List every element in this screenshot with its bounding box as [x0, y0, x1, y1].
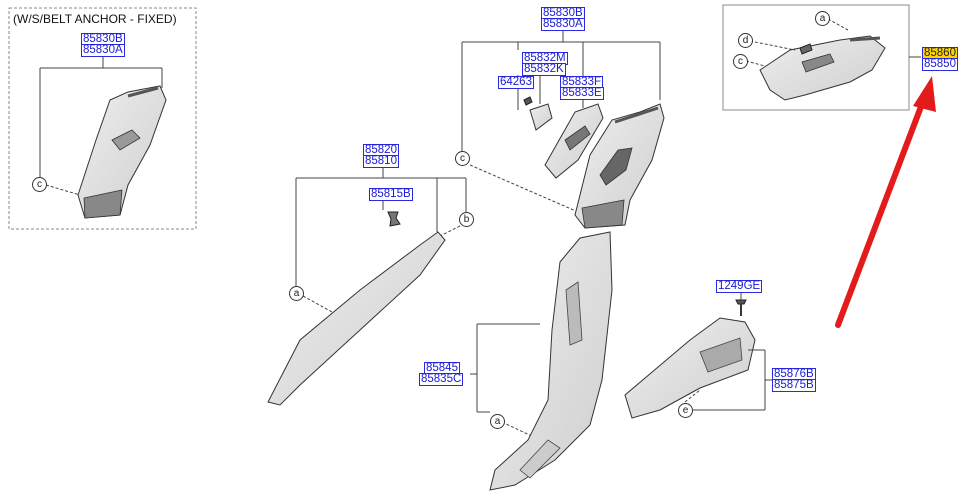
belt-cover-85833 — [544, 103, 604, 179]
part-label-64263[interactable]: 64263 — [498, 76, 534, 89]
b-pillar-upper-trim-inset-right — [759, 35, 886, 101]
part-label-85833e[interactable]: 85833E — [560, 87, 604, 100]
part-label-85815b[interactable]: 85815B — [369, 188, 413, 201]
callout-a-upper: a — [289, 286, 304, 301]
inset-title: (W/S/BELT ANCHOR - FIXED) — [13, 12, 177, 26]
leader-lines-top — [461, 30, 661, 216]
cover-85832 — [529, 103, 553, 131]
callout-c-inset: c — [32, 177, 47, 192]
callout-d-inset: d — [738, 33, 753, 48]
leader-lines-a-pillar — [295, 165, 467, 313]
b-pillar-upper-trim-inset — [77, 85, 167, 219]
callout-c-inset-right: c — [733, 54, 748, 69]
clip-64263 — [523, 96, 533, 106]
part-label-85810[interactable]: 85810 — [363, 155, 399, 168]
bolt-1249ge — [735, 291, 747, 316]
part-label-85850[interactable]: 85850 — [922, 58, 958, 71]
part-label-85875b[interactable]: 85875B — [772, 379, 816, 392]
callout-a-inset: a — [815, 11, 830, 26]
b-pillar-lower-trim — [489, 231, 613, 491]
b-pillar-upper-trim — [574, 103, 665, 229]
leader-lines-lower-pillar — [470, 323, 541, 441]
part-label-1249ge[interactable]: 1249GE — [716, 280, 763, 293]
leader-lines-left-inset — [39, 56, 163, 196]
callout-c: c — [455, 151, 470, 166]
scuff-plate-85876 — [624, 317, 756, 419]
callout-a-lower: a — [490, 414, 505, 429]
a-pillar-trim — [267, 231, 446, 406]
part-label-85830a-inset[interactable]: 85830A — [81, 44, 125, 57]
callout-e: e — [678, 403, 693, 418]
part-label-85832k[interactable]: 85832K — [522, 63, 566, 76]
part-label-85830a[interactable]: 85830A — [541, 18, 585, 31]
leader-lines-scuff — [684, 349, 772, 411]
callout-b: b — [459, 212, 474, 227]
clip-85815b — [387, 211, 401, 227]
leader-lines-right-inset — [745, 18, 921, 67]
inset-box-left — [8, 7, 197, 230]
red-pointer-arrow — [835, 76, 936, 328]
part-label-85835c[interactable]: 85835C — [419, 373, 464, 386]
